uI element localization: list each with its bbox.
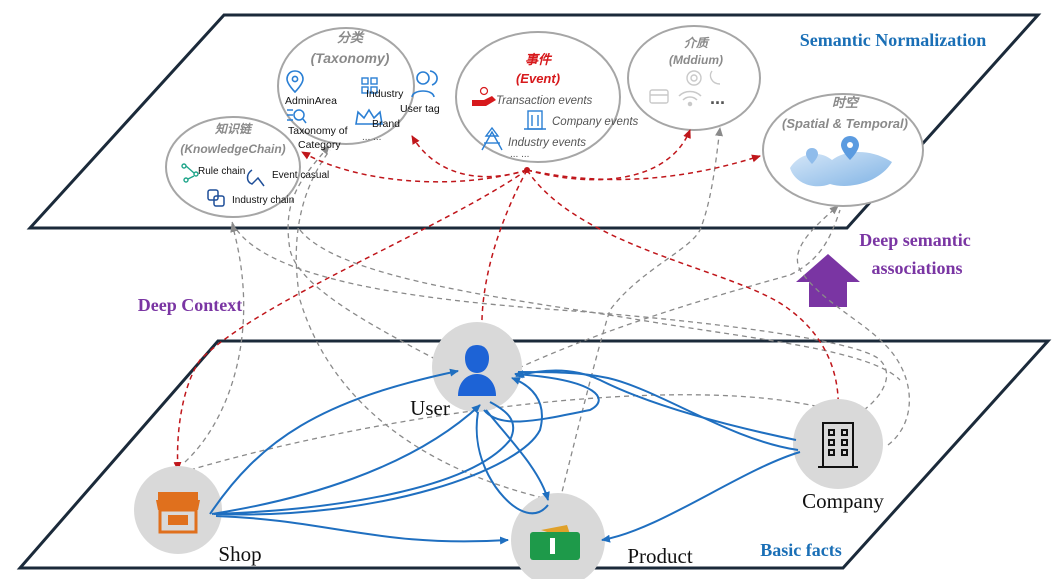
taxonomy-item-ellipsis: ... ... (362, 132, 381, 143)
blue-shop-product (215, 515, 509, 545)
deep-semantic-label-2: associations (871, 258, 962, 278)
company-label: Company (802, 489, 884, 513)
world-map-icon (790, 136, 892, 187)
user-label: User (410, 396, 450, 420)
taxonomy-item-category: Category (298, 139, 341, 151)
person-icon (458, 345, 496, 396)
blue-shop-user-3 (213, 401, 515, 515)
gray-link-user-taxonomy (287, 145, 461, 373)
knowledge-title-en: (KnowledgeChain) (180, 142, 285, 156)
gray-link-user-spatial (509, 209, 841, 373)
shop-node: Shop (134, 466, 262, 566)
medium-title-cn: 介质 (684, 36, 710, 50)
semantic-plane-label: Semantic Normalization (800, 30, 986, 50)
knowledge-item-event-casual: Event casual (272, 170, 329, 181)
rule-chain-icon (181, 163, 199, 183)
event-node: 事件 (Event) Transaction events Company ev… (455, 31, 639, 163)
medium-ellipsis: ... (710, 88, 725, 108)
blue-shop-user-1 (209, 368, 459, 515)
spatial-title-cn: 时空 (832, 95, 860, 110)
red-link-spatial (526, 154, 761, 181)
product-node: Product (511, 493, 693, 579)
taxonomy-item-user-tag: User tag (400, 103, 440, 115)
taxonomy-item-industry: Industry (366, 88, 404, 100)
red-link-shop (173, 169, 528, 471)
gray-link-product-taxonomy (295, 149, 553, 501)
blue-company-product (601, 451, 801, 543)
knowledge-title-cn: 知识链 (214, 122, 253, 136)
user-tag-icon (411, 70, 438, 98)
event-casual-icon (246, 169, 265, 187)
blue-user-loop (483, 370, 600, 423)
deep-context-label: Deep Context (138, 295, 242, 315)
transaction-hand-icon (472, 86, 496, 106)
brand-crown-icon (355, 108, 383, 125)
event-item-transaction: Transaction events (496, 95, 593, 107)
product-label: Product (627, 544, 692, 568)
gray-link-shop-knowledge (184, 223, 245, 463)
ticket-icon (530, 525, 580, 560)
spatial-title-en: (Spatial & Temporal) (782, 116, 908, 131)
up-arrow-icon (796, 254, 860, 307)
event-item-company: Company events (552, 116, 639, 128)
spatial-node: 时空 (Spatial & Temporal) (762, 93, 924, 207)
taxonomy-title-cn: 分类 (337, 30, 365, 45)
blue-user-product-2 (475, 411, 549, 515)
taxonomy-item-brand: Brand (372, 118, 400, 130)
event-title-cn: 事件 (525, 52, 553, 67)
at-phone-icon (686, 70, 721, 86)
taxonomy-node: 分类 (Taxonomy) AdminArea Industry User ta… (277, 27, 440, 151)
deep-semantic-label-1: Deep semantic (859, 230, 970, 250)
card-icon (649, 89, 669, 104)
gray-link-company-spatial (796, 205, 910, 446)
blue-relations (209, 368, 801, 545)
event-title-en: (Event) (516, 71, 560, 86)
search-list-icon (287, 109, 307, 124)
event-item-industry: Industry events (508, 137, 586, 149)
store-icon (156, 492, 200, 534)
red-link-company (526, 169, 843, 413)
basic-facts-label: Basic facts (760, 540, 841, 560)
taxonomy-item-adminarea: AdminArea (285, 95, 337, 107)
gray-link-taxonomy-company (299, 229, 901, 381)
red-dashed-links (173, 129, 843, 471)
industry-chain-icon (207, 189, 225, 207)
gray-link-knowledge-company (231, 221, 888, 419)
medium-node: 介质 (Mddium) ... (627, 25, 761, 131)
grid-icon (361, 77, 378, 94)
knowledge-item-industry-chain: Industry chain (232, 195, 294, 206)
red-link-taxonomy (411, 135, 528, 178)
taxonomy-item-taxonomy-of: Taxonomy of (288, 125, 348, 137)
taxonomy-title-en: (Taxonomy) (311, 50, 390, 66)
knowledge-item-rule-chain: Rule chain (198, 166, 245, 177)
red-link-knowledge (301, 151, 528, 183)
shop-label: Shop (218, 542, 261, 566)
location-pin-icon (286, 70, 304, 94)
building-icon (818, 422, 858, 468)
red-link-medium (526, 129, 691, 181)
company-events-building-icon (524, 110, 546, 130)
blue-company-user-2 (517, 371, 799, 451)
blue-shop-user-4 (215, 377, 543, 516)
gray-link-product-medium (559, 127, 723, 501)
industry-tower-icon (481, 126, 503, 151)
medium-title-en: (Mddium) (669, 53, 723, 67)
company-node: Company (793, 399, 884, 513)
knowledge-node: 知识链 (KnowledgeChain) Rule chain Event ca… (165, 116, 329, 218)
event-item-ellipsis: ... ... (510, 149, 529, 160)
user-node: User (410, 322, 522, 420)
blue-shop-user-2 (211, 404, 481, 515)
red-link-user (477, 169, 528, 335)
blue-user-product (485, 409, 550, 501)
blue-company-user-1 (515, 369, 797, 441)
wifi-icon (678, 90, 702, 107)
